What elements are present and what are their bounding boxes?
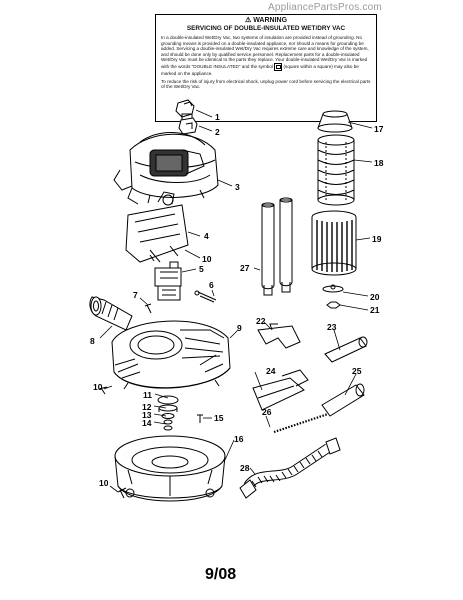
callout-28: 28 [240,463,250,473]
part-wand [321,383,365,417]
callout-25: 25 [352,366,362,376]
callout-8: 8 [90,336,95,346]
callout-5: 5 [199,264,204,274]
callout-20: 20 [370,292,380,302]
leader-lines [99,109,373,493]
part-screw [144,303,152,314]
watermark: AppliancePartsPros.com [268,2,382,13]
callout-14: 14 [142,418,152,428]
callout-4: 4 [204,231,209,241]
callout-19: 19 [372,234,382,244]
part-floor-nozzle [252,369,309,411]
callout-16: 16 [234,434,244,444]
callout-3: 3 [235,182,240,192]
part-filter-cage [317,134,355,206]
part-extension-wands [261,197,293,296]
callout-1: 1 [215,112,220,122]
part-hose-inlet [89,296,133,331]
warning-title: ⚠ WARNING [244,17,288,24]
part-motor-cover [113,132,219,205]
callout-12: 12 [142,402,152,412]
part-lid [111,320,231,390]
part-claw-nozzle [257,323,301,349]
part-filter-retainer [322,284,344,293]
callout-11: 11 [143,390,152,400]
part-cord-clip [194,290,217,303]
part-crevice-tool [324,336,368,363]
callout-22: 22 [256,316,266,326]
part-filter-cap [317,110,353,133]
part-switch-cover [178,117,198,135]
callout-18: 18 [374,158,384,168]
part-screw-10 [98,254,155,499]
callout-27: 27 [240,263,250,273]
double-insulated-icon [274,62,283,71]
warning-subtitle: SERVICING OF DOUBLE-INSULATED WET/DRY VA… [186,25,346,32]
callout-10-lower: 10 [99,478,109,488]
warning-paragraph: In a double-insulated Wet/Dry Vac, two s… [161,35,371,77]
callout-10-upper: 10 [202,254,212,264]
callout-9: 9 [237,323,242,333]
callout-26: 26 [262,407,272,417]
callout-10-middle: 10 [93,382,103,392]
callout-7: 7 [133,290,138,300]
callout-13: 13 [142,410,152,420]
callout-24: 24 [266,366,276,376]
part-switch [175,99,195,121]
warning-box: ⚠ WARNING SERVICING OF DOUBLE-INSULATED … [155,14,377,122]
part-seal-strip [273,412,329,434]
part-cartridge-filter [311,210,357,276]
callout-23: 23 [327,322,337,332]
part-filter-cage-small [157,395,179,431]
part-motor [154,261,182,301]
part-nut [326,301,341,309]
part-hose [239,437,341,499]
callout-21: 21 [370,305,380,315]
callout-labels: 1 2 3 4 10 5 6 7 8 9 10 11 12 13 14 15 1… [90,112,384,488]
part-drum [114,435,226,502]
warning-paragraph-text: In a double-insulated Wet/Dry Vac, two s… [161,35,369,70]
callout-6: 6 [209,280,214,290]
callout-17: 17 [374,124,384,134]
date-code: 9/08 [205,566,237,583]
warning-paragraph-2: To reduce the risk of injury from electr… [161,78,371,90]
warning-paragraph-tail: (square within a square) may also be mar… [161,64,359,76]
part-screw-15 [197,414,203,423]
callout-15: 15 [214,413,224,423]
part-motor-housing [125,191,189,263]
callout-2: 2 [215,127,220,137]
